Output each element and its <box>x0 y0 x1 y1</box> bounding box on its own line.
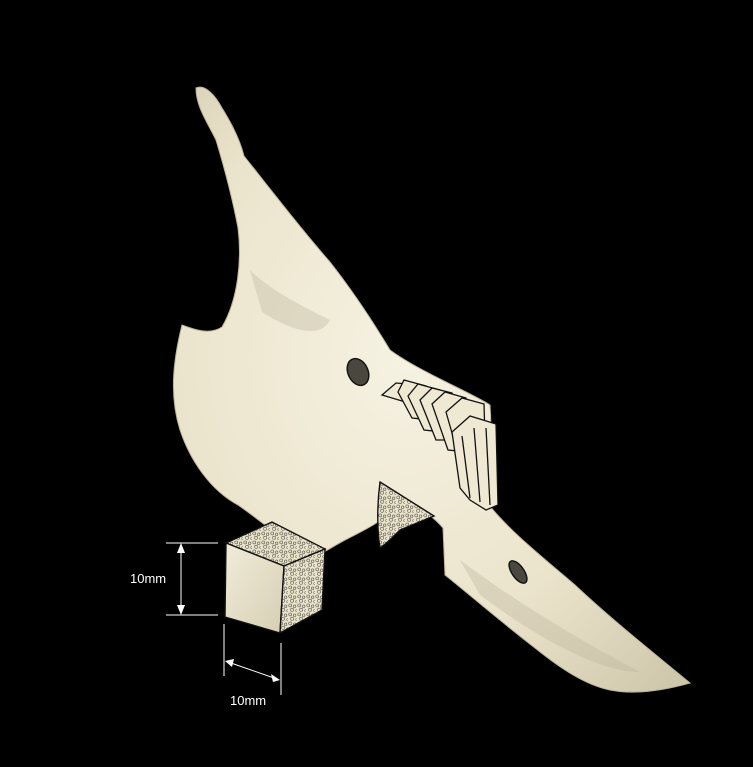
width-arrow-line <box>231 663 274 678</box>
arrowhead-right <box>271 674 280 682</box>
width-dimension <box>224 624 281 695</box>
arrowhead-up <box>177 543 185 553</box>
width-label: 10mm <box>230 693 266 708</box>
height-dimension <box>166 543 218 615</box>
arrowhead-left <box>225 659 234 667</box>
height-label: 10mm <box>130 571 166 586</box>
arrowhead-down <box>177 605 185 615</box>
